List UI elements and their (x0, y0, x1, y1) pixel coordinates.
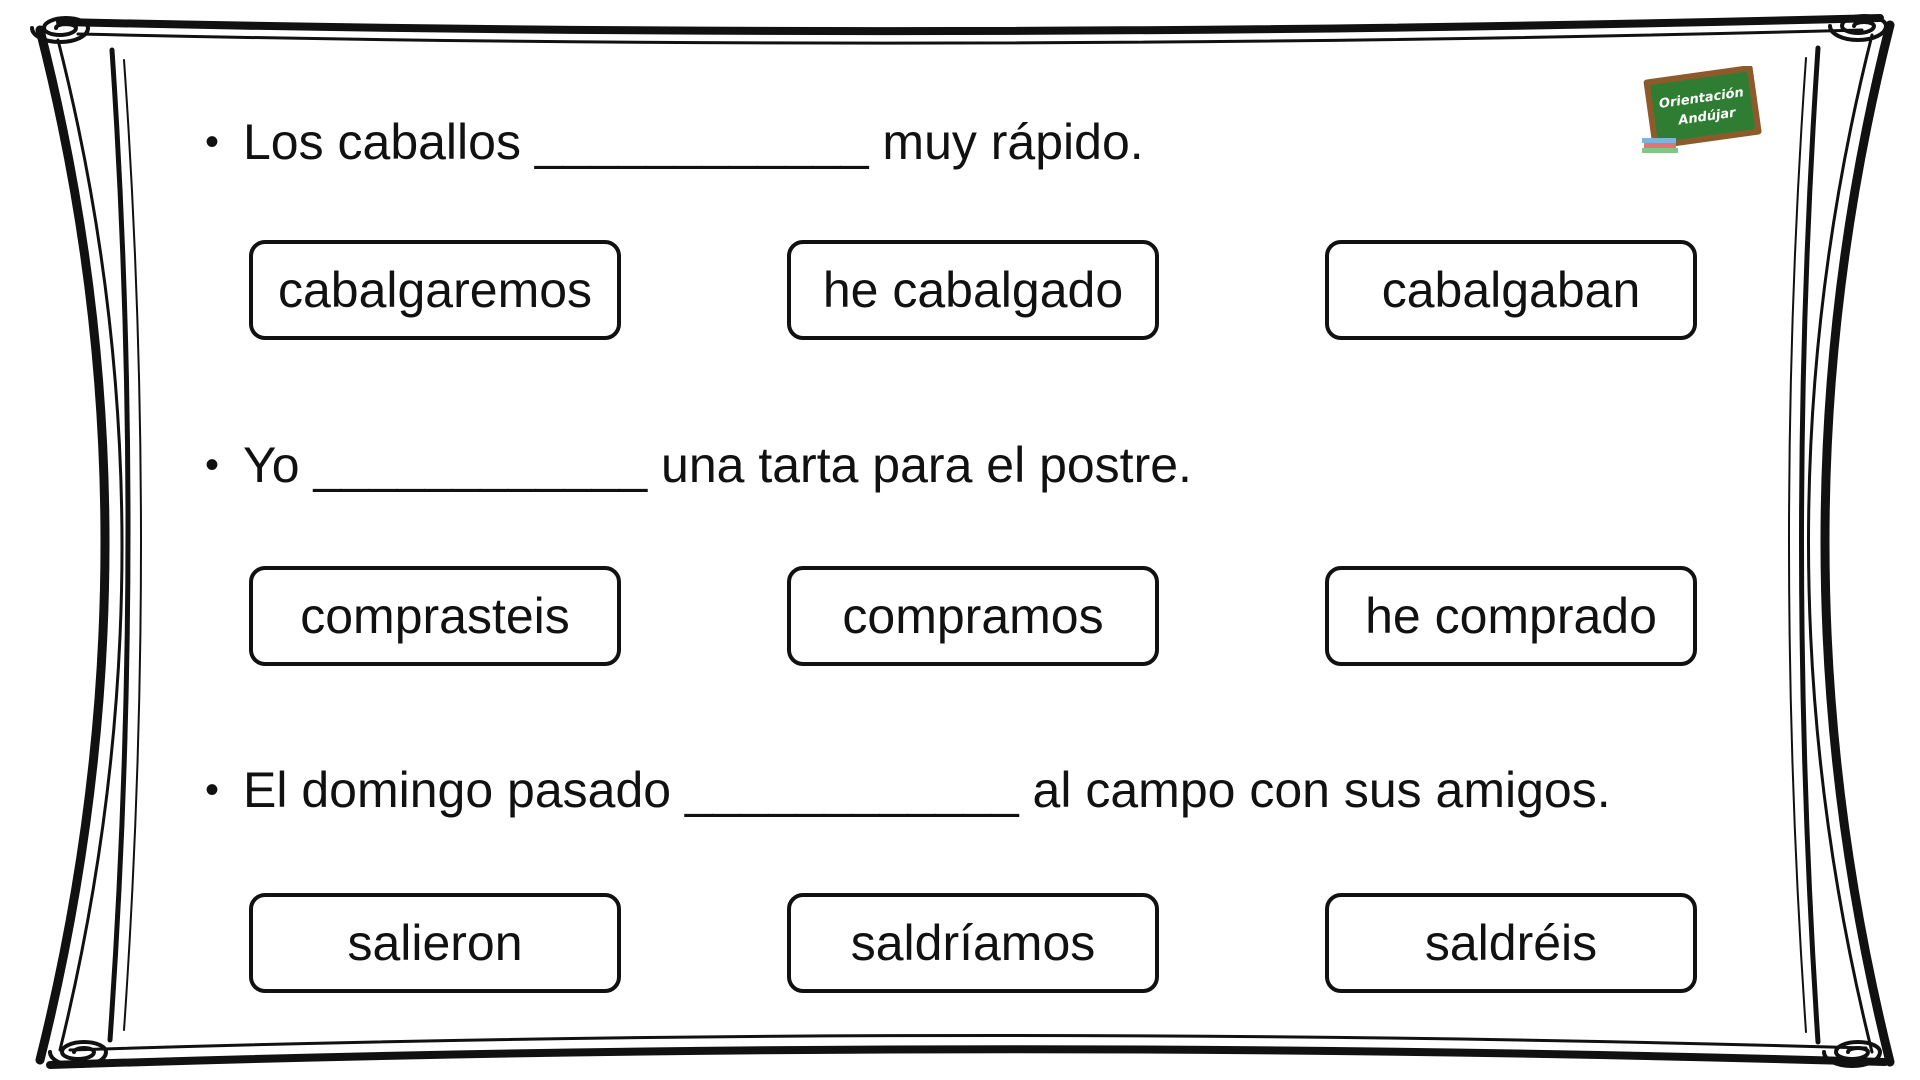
option-saldriamos[interactable]: saldríamos (787, 893, 1159, 993)
option-label: he cabalgado (822, 262, 1124, 318)
option-label: salieron (347, 915, 523, 971)
question-1: • Los caballos ____________ muy rápido. (205, 112, 1144, 172)
question-2: • Yo ____________ una tarta para el postr… (205, 435, 1192, 495)
bullet-marker: • (205, 768, 220, 812)
bullet-marker: • (205, 443, 220, 487)
option-saldreis[interactable]: saldréis (1325, 893, 1697, 993)
option-compramos[interactable]: compramos (787, 566, 1159, 666)
question-1-text: Los caballos ____________ muy rápido. (243, 114, 1144, 170)
question-2-text: Yo ____________ una tarta para el postre… (243, 437, 1192, 493)
option-label: cabalgaban (1381, 262, 1641, 318)
option-cabalgaremos[interactable]: cabalgaremos (249, 240, 621, 340)
option-comprasteis[interactable]: comprasteis (249, 566, 621, 666)
option-label: saldríamos (850, 915, 1096, 971)
orientacion-andujar-logo: Orientación Andújar (1642, 66, 1762, 153)
question-3-text: El domingo pasado ____________ al campo … (243, 762, 1611, 818)
option-he-comprado[interactable]: he comprado (1325, 566, 1697, 666)
option-label: comprasteis (300, 588, 570, 644)
option-label: saldréis (1424, 915, 1598, 971)
option-he-cabalgado[interactable]: he cabalgado (787, 240, 1159, 340)
option-label: he comprado (1365, 588, 1657, 644)
option-cabalgaban[interactable]: cabalgaban (1325, 240, 1697, 340)
option-label: cabalgaremos (277, 262, 593, 318)
option-label: compramos (842, 588, 1104, 644)
option-salieron[interactable]: salieron (249, 893, 621, 993)
question-3: • El domingo pasado ____________ al campo… (205, 760, 1611, 820)
bullet-marker: • (205, 120, 220, 164)
